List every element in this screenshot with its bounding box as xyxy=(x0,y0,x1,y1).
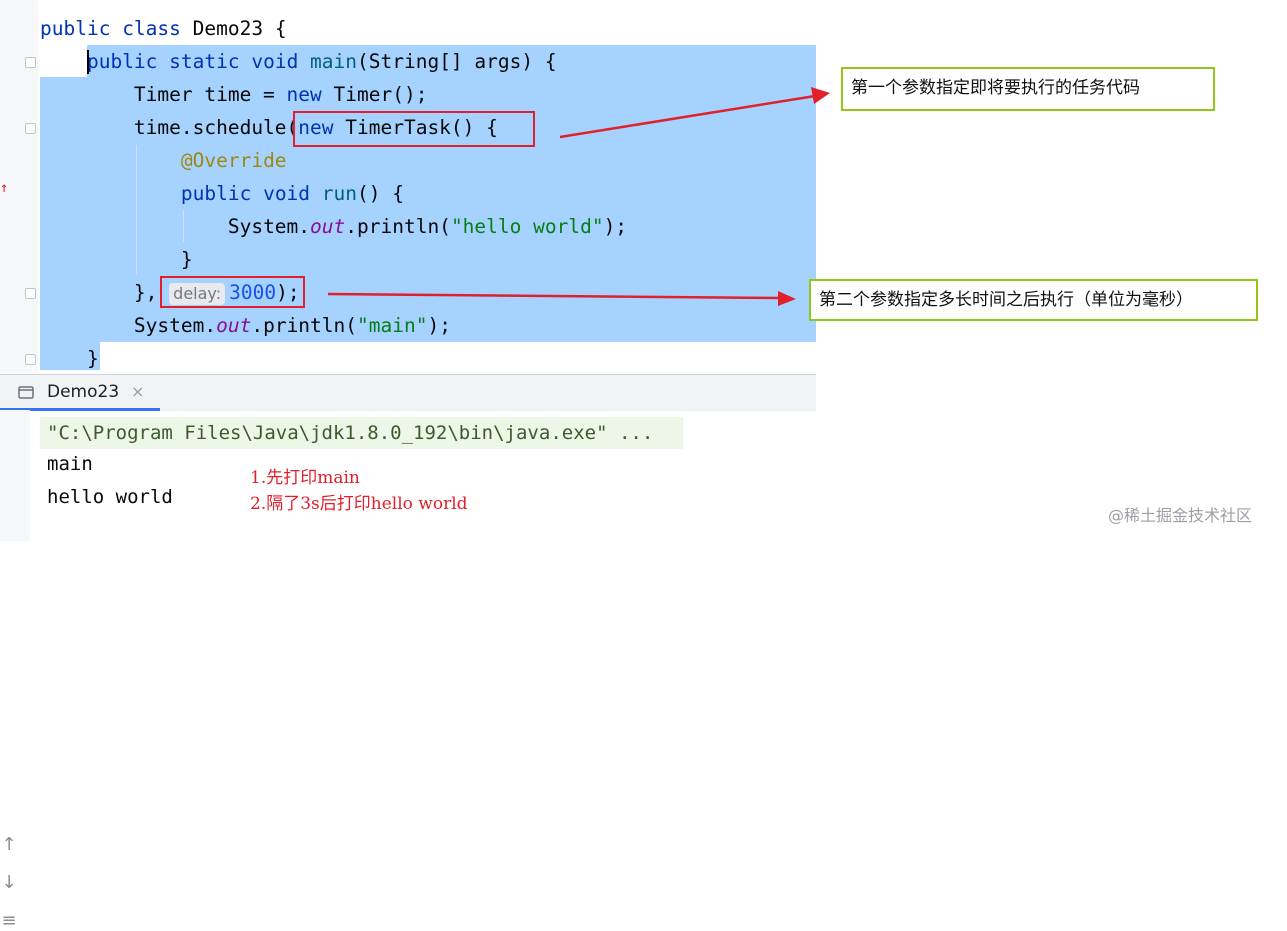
code-line[interactable]: public class Demo23 { xyxy=(40,13,287,45)
tab-demo23[interactable]: Demo23 × xyxy=(0,375,160,411)
code-token: ); xyxy=(276,281,300,304)
selection-highlight xyxy=(40,342,100,370)
code-token: void xyxy=(251,50,311,73)
arrow-up-icon[interactable]: ↑ xyxy=(1,834,17,855)
code-token: (String[] args) { xyxy=(357,50,557,73)
code-token: } xyxy=(180,248,193,271)
output-note: 1.先打印main xyxy=(250,468,360,488)
code-token: void xyxy=(263,182,322,205)
code-token: ); xyxy=(603,215,628,238)
code-token: ); xyxy=(427,314,451,337)
code-token: }, xyxy=(133,281,170,304)
editor-gutter xyxy=(0,0,38,372)
fold-icon[interactable] xyxy=(25,288,36,299)
code-token: System. xyxy=(133,314,217,337)
first-argument-note: 第一个参数指定即将要执行的任务代码 xyxy=(841,67,1215,111)
tab-label: Demo23 xyxy=(47,382,120,402)
code-token: .println( xyxy=(345,215,451,238)
code-token: out xyxy=(310,215,346,238)
code-line[interactable]: time.schedule(new TimerTask() { xyxy=(40,112,498,144)
run-tab-bar: Demo23 × xyxy=(0,374,816,411)
fold-icon[interactable] xyxy=(25,123,36,134)
code-token: Timer(); xyxy=(333,83,428,106)
fold-icon[interactable] xyxy=(25,57,36,68)
indent-guide xyxy=(136,145,137,275)
code-token: public xyxy=(180,182,264,205)
code-line[interactable]: } xyxy=(40,244,193,276)
watermark: @稀土掘金技术社区 xyxy=(1108,506,1253,525)
code-line[interactable]: @Override xyxy=(40,145,287,177)
arrow-head-2 xyxy=(778,291,796,306)
code-token: class xyxy=(122,17,193,40)
arrow-down-icon[interactable]: ↓ xyxy=(1,872,17,893)
command-line-highlight xyxy=(40,417,683,449)
code-token: () { xyxy=(357,182,404,205)
code-token: static xyxy=(169,50,252,73)
code-line[interactable]: System.out.println("hello world"); xyxy=(40,211,627,243)
code-token: time.schedule( xyxy=(133,116,299,139)
fold-icon[interactable] xyxy=(25,354,36,365)
code-token: public xyxy=(86,50,170,73)
run-config-icon xyxy=(18,386,34,399)
code-token: 3000 xyxy=(229,281,277,304)
code-line[interactable]: Timer time = new Timer(); xyxy=(40,79,428,111)
code-line[interactable]: System.out.println("main"); xyxy=(40,310,451,342)
code-line[interactable]: } xyxy=(40,343,99,375)
code-token: public xyxy=(40,17,123,40)
output-note: 2.隔了3s后打印hello world xyxy=(250,494,468,514)
second-argument-note: 第二个参数指定多长时间之后执行（单位为毫秒） xyxy=(809,279,1258,321)
code-token: @Override xyxy=(180,149,287,172)
code-token: run xyxy=(321,182,358,205)
console-output-line: hello world xyxy=(47,486,173,508)
code-token: out xyxy=(216,314,252,337)
annotation-arrows xyxy=(327,87,830,306)
code-line[interactable]: }, delay:3000); xyxy=(40,277,300,309)
code-token: new xyxy=(286,83,334,106)
arrow-head-1 xyxy=(811,87,830,104)
indent-guide xyxy=(183,210,184,242)
close-icon[interactable]: × xyxy=(131,382,145,401)
code-token: "hello world" xyxy=(450,215,604,238)
code-token: Demo23 { xyxy=(192,17,287,40)
code-line[interactable]: public void run() { xyxy=(40,178,404,210)
code-token: main xyxy=(310,50,358,73)
code-token: } xyxy=(86,347,99,370)
code-line[interactable]: public static void main(String[] args) { xyxy=(40,46,557,78)
code-token: .println( xyxy=(251,314,358,337)
console-toolbar: ↑ ↓ ≡ xyxy=(0,410,30,931)
code-token: System. xyxy=(227,215,311,238)
code-token: Timer time = xyxy=(133,83,287,106)
code-token: TimerTask() { xyxy=(345,116,498,139)
second-argument-highlight xyxy=(160,276,305,308)
wrap-icon[interactable]: ≡ xyxy=(1,910,17,931)
console-output-line: main xyxy=(47,453,93,475)
text-caret xyxy=(87,50,89,74)
first-argument-highlight xyxy=(293,111,535,147)
console-command-line: "C:\Program Files\Java\jdk1.8.0_192\bin\… xyxy=(47,422,654,444)
selection-highlight xyxy=(87,45,816,77)
parameter-hint: delay: xyxy=(169,283,226,305)
arrow-line-2 xyxy=(327,292,781,300)
code-token: "main" xyxy=(357,314,428,337)
arrow-line-1 xyxy=(559,94,816,139)
code-token: new xyxy=(298,116,346,139)
